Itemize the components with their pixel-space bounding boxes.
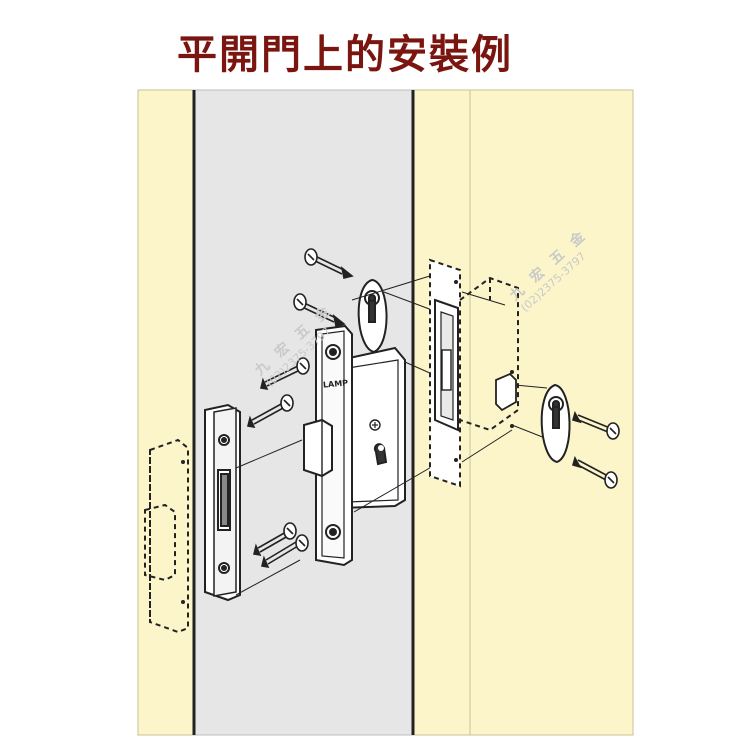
- frame-mortise-outline: [144, 438, 189, 634]
- lock-screw-a: [260, 357, 310, 391]
- escutcheon-screw-second: [293, 293, 346, 327]
- outer-screw-top: [572, 410, 620, 440]
- lock-screw-b: [261, 534, 309, 569]
- outer-screw-bottom: [572, 455, 618, 489]
- frame-screw-hole-top: [181, 460, 185, 464]
- lock-brand-label: LAMP: [323, 378, 349, 389]
- frame-left-panel: [137, 89, 195, 736]
- door-bolt-hole: [495, 370, 517, 428]
- frame-screw-hole-bottom: [181, 600, 185, 604]
- strike-plate: [204, 403, 241, 602]
- door-pocket-outline: [459, 276, 519, 432]
- strike-screw-bottom: [253, 522, 297, 557]
- escutcheon-screw-top: [304, 248, 354, 279]
- door-mortise-outline: [429, 258, 461, 488]
- strike-screw-top: [247, 394, 294, 429]
- mortise-lock-body: [303, 324, 406, 567]
- page-title: 平開門上的安裝例: [177, 32, 513, 78]
- outer-escutcheon: [540, 383, 571, 464]
